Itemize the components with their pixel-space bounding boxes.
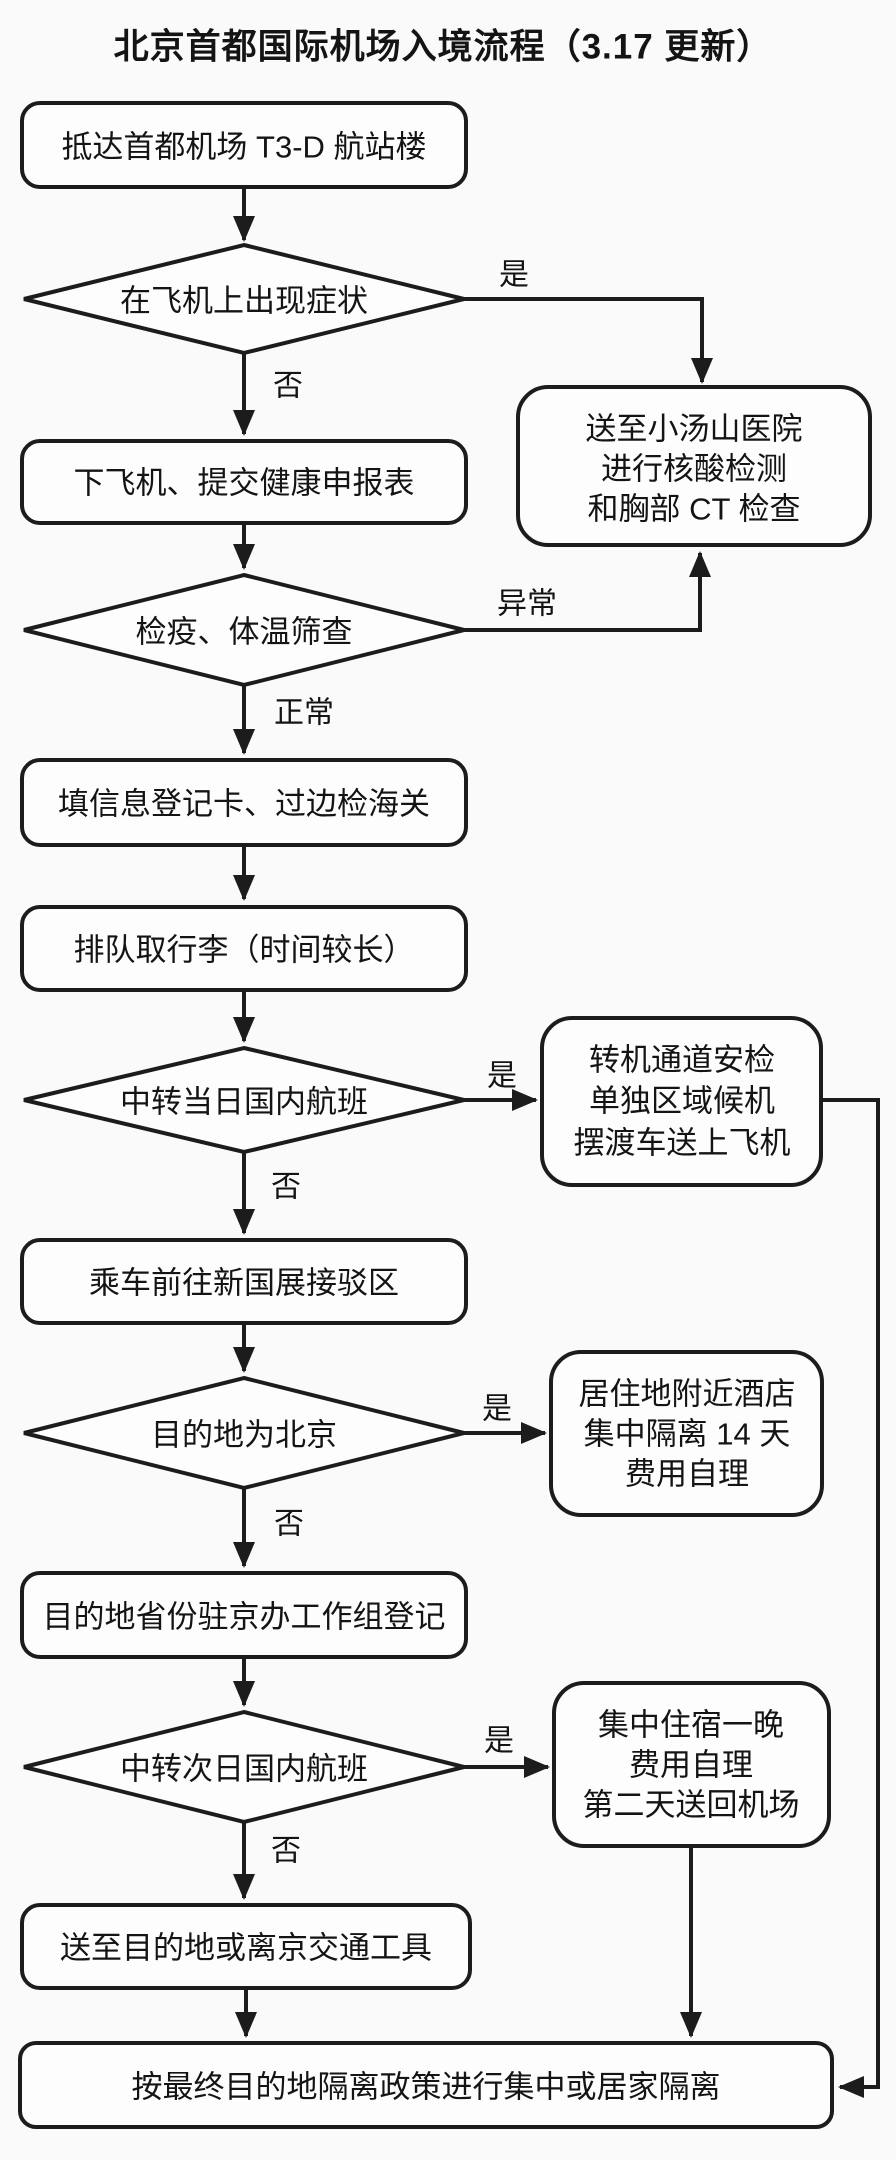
- edge-label-samedaytransfer-yes: 是: [487, 1060, 517, 1093]
- node-next-day-transfer: 中转次日国内航班: [23, 1709, 465, 1825]
- node-deplane: 下飞机、提交健康申报表: [20, 439, 468, 525]
- node-shuttle-label: 乘车前往新国展接驳区: [89, 1266, 399, 1301]
- node-hotel-isolation-line2: 集中隔离 14 天: [584, 1417, 791, 1452]
- edge-label-nextday-yes: 是: [484, 1725, 514, 1758]
- node-baggage: 排队取行李（时间较长）: [20, 905, 468, 992]
- node-hospital: 送至小汤山医院 进行核酸检测 和胸部 CT 检查: [516, 385, 872, 547]
- edge-label-quarantine-normal: 正常: [274, 697, 334, 730]
- node-hospital-line2: 进行核酸检测: [601, 452, 787, 487]
- node-hotel-isolation-line1: 居住地附近酒店: [579, 1377, 796, 1412]
- node-symptom-diamond: [23, 242, 465, 356]
- node-send-destination: 送至目的地或离京交通工具: [20, 1903, 472, 1990]
- edge-label-samedaytransfer-no: 否: [271, 1171, 301, 1204]
- node-final-isolation: 按最终目的地隔离政策进行集中或居家隔离: [18, 2041, 834, 2129]
- node-same-day-transfer: 中转当日国内航班: [23, 1045, 465, 1155]
- node-hospital-line3: 和胸部 CT 检查: [588, 492, 801, 527]
- node-arrive-label: 抵达首都机场 T3-D 航站楼: [61, 130, 426, 165]
- node-dest-beijing-label: 目的地为北京: [151, 1418, 337, 1453]
- node-hotel-isolation-line3: 费用自理: [625, 1457, 749, 1492]
- node-overnight-stay-line1: 集中住宿一晚: [598, 1708, 784, 1743]
- edge-symptom-hospital: [464, 297, 713, 384]
- node-hospital-box: [516, 385, 872, 547]
- node-hospital-line1: 送至小汤山医院: [586, 412, 803, 447]
- node-final-isolation-box: [18, 2041, 834, 2129]
- edge-label-quarantine-abnormal: 异常: [497, 588, 557, 621]
- edge-label-nextday-no: 否: [271, 1835, 301, 1868]
- node-province-register-label: 目的地省份驻京办工作组登记: [43, 1600, 446, 1635]
- edge-channel-finalisolation: [821, 1098, 880, 2098]
- node-arrive-box: [20, 101, 468, 189]
- edge-quarantine-hospital: [464, 551, 711, 632]
- node-transfer-channel-box: [540, 1016, 823, 1187]
- node-baggage-box: [20, 905, 468, 992]
- node-same-day-transfer-diamond: [23, 1045, 465, 1155]
- node-next-day-transfer-diamond: [23, 1709, 465, 1825]
- node-register-card-box: [20, 758, 468, 847]
- node-transfer-channel-line2: 单独区域候机: [589, 1084, 775, 1119]
- node-province-register: 目的地省份驻京办工作组登记: [20, 1571, 468, 1659]
- edge-label-symptom-yes: 是: [499, 259, 529, 292]
- node-register-card: 填信息登记卡、过边检海关: [20, 758, 468, 847]
- node-quarantine-check-diamond: [23, 572, 465, 688]
- node-symptom-label: 在飞机上出现症状: [120, 284, 368, 319]
- node-next-day-transfer-label: 中转次日国内航班: [120, 1752, 368, 1787]
- page-title: 北京首都国际机场入境流程（3.17 更新）: [114, 27, 773, 67]
- node-shuttle-box: [20, 1238, 468, 1325]
- edge-label-destbeijing-no: 否: [274, 1508, 304, 1541]
- node-province-register-box: [20, 1571, 468, 1659]
- node-quarantine-check: 检疫、体温筛查: [23, 572, 465, 688]
- node-dest-beijing-diamond: [23, 1375, 465, 1491]
- node-quarantine-check-label: 检疫、体温筛查: [136, 615, 353, 650]
- node-transfer-channel-line3: 摆渡车送上飞机: [574, 1126, 791, 1161]
- node-transfer-channel-line1: 转机通道安检: [589, 1043, 775, 1078]
- node-overnight-stay-box: [552, 1681, 831, 1848]
- edge-label-symptom-no: 否: [273, 370, 303, 403]
- node-final-isolation-label: 按最终目的地隔离政策进行集中或居家隔离: [132, 2070, 721, 2105]
- node-same-day-transfer-label: 中转当日国内航班: [120, 1085, 368, 1120]
- edge-label-destbeijing-yes: 是: [482, 1393, 512, 1426]
- node-hotel-isolation-box: [549, 1350, 824, 1517]
- node-shuttle: 乘车前往新国展接驳区: [20, 1238, 468, 1325]
- node-overnight-stay-line3: 第二天送回机场: [583, 1788, 800, 1823]
- node-dest-beijing: 目的地为北京: [23, 1375, 465, 1491]
- node-baggage-label: 排队取行李（时间较长）: [74, 933, 415, 968]
- node-register-card-label: 填信息登记卡、过边检海关: [58, 787, 430, 822]
- node-deplane-label: 下飞机、提交健康申报表: [74, 466, 415, 501]
- node-send-destination-label: 送至目的地或离京交通工具: [60, 1931, 432, 1966]
- node-hotel-isolation: 居住地附近酒店 集中隔离 14 天 费用自理: [549, 1350, 824, 1517]
- node-overnight-stay-line2: 费用自理: [629, 1748, 753, 1783]
- node-deplane-box: [20, 439, 468, 525]
- node-overnight-stay: 集中住宿一晚 费用自理 第二天送回机场: [552, 1681, 831, 1848]
- node-transfer-channel: 转机通道安检 单独区域候机 摆渡车送上飞机: [540, 1016, 823, 1187]
- node-send-destination-box: [20, 1903, 472, 1990]
- node-symptom: 在飞机上出现症状: [23, 242, 465, 356]
- node-arrive: 抵达首都机场 T3-D 航站楼: [20, 101, 468, 189]
